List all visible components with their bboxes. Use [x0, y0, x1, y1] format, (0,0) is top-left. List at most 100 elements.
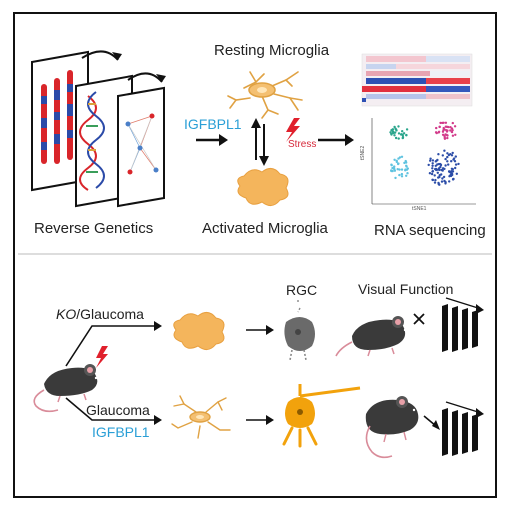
tsne-point-cluster-4 [431, 162, 434, 165]
tsne-point-cluster-1 [401, 130, 404, 133]
tsne-point-cluster-1 [399, 133, 403, 136]
tsne-point-cluster-1 [394, 136, 398, 140]
tsne-point-cluster-3 [396, 168, 399, 171]
tsne-point-cluster-4 [446, 152, 449, 155]
tsne-point-cluster-3 [400, 168, 404, 171]
tsne-point-cluster-3 [405, 174, 408, 177]
heatmap-chart [361, 53, 473, 107]
tsne-point-cluster-4 [442, 175, 446, 179]
tsne-point-cluster-2 [434, 131, 438, 134]
tsne-point-cluster-3 [405, 164, 408, 167]
tsne-point-cluster-4 [440, 173, 443, 176]
tsne-point-cluster-1 [393, 131, 397, 134]
tsne-point-cluster-4 [450, 160, 453, 163]
tsne-point-cluster-4 [440, 180, 444, 183]
tsne-point-cluster-3 [398, 156, 402, 159]
tsne-point-cluster-2 [441, 133, 445, 136]
tsne-point-cluster-1 [392, 131, 395, 134]
tsne-point-cluster-1 [390, 133, 393, 136]
mouse-icon-left [33, 364, 98, 413]
dna-helix-icon [79, 91, 105, 191]
tsne-point-cluster-2 [435, 126, 438, 130]
tsne-point-cluster-4 [429, 157, 432, 160]
tsne-point-cluster-3 [395, 160, 398, 164]
tsne-point-cluster-1 [391, 128, 395, 131]
tsne-point-cluster-3 [400, 172, 404, 176]
tsne-point-cluster-4 [429, 159, 432, 162]
tsne-point-cluster-4 [450, 170, 453, 173]
resting-microglia-icon [227, 71, 303, 119]
mouse-icon-impaired [335, 316, 407, 357]
tsne-point-cluster-4 [447, 153, 451, 157]
tsne-point-cluster-4 [443, 149, 446, 152]
degenerating-rgc-icon [284, 300, 315, 361]
network-icon [125, 113, 159, 175]
tsne-point-cluster-4 [444, 164, 447, 167]
tsne-point-cluster-4 [447, 163, 450, 166]
tsne-point-cluster-3 [390, 163, 393, 166]
tsne-point-cluster-3 [393, 169, 397, 172]
label-stress: Stress [288, 139, 317, 150]
tsne-point-cluster-4 [457, 162, 460, 166]
tsne-point-cluster-4 [433, 181, 437, 184]
tsne-point-cluster-4 [433, 174, 436, 177]
tsne-point-cluster-2 [443, 135, 446, 138]
arrow-to-microglia [196, 134, 228, 146]
tsne-point-cluster-4 [451, 178, 455, 181]
tsne-point-cluster-3 [393, 158, 396, 161]
tsne-point-cluster-3 [394, 176, 397, 180]
label-reverse-genetics: Reverse Genetics [34, 220, 154, 237]
tsne-point-cluster-4 [427, 163, 430, 167]
tsne-point-cluster-2 [444, 121, 448, 125]
tsne-point-cluster-2 [449, 129, 452, 132]
label-ko: KO [56, 306, 77, 322]
tsne-scatter-plot [389, 121, 460, 186]
equilibrium-arrows [251, 118, 269, 166]
arrow-to-rgc-top [246, 325, 274, 335]
tsne-point-cluster-4 [450, 167, 454, 170]
tsne-point-cluster-4 [437, 181, 440, 185]
tsne-point-cluster-2 [446, 136, 449, 140]
activated-microglia-bottom-icon [173, 312, 225, 350]
tsne-point-cluster-2 [454, 133, 457, 136]
tsne-point-cluster-1 [394, 127, 397, 130]
tsne-point-cluster-3 [390, 169, 393, 172]
tsne-point-cluster-2 [439, 121, 442, 125]
tsne-point-cluster-4 [435, 168, 438, 172]
tsne-point-cluster-4 [444, 157, 447, 161]
chromosome-icon [41, 70, 73, 164]
tsne-point-cluster-1 [405, 128, 409, 131]
visual-stripes-top [442, 297, 484, 352]
tsne-point-cluster-4 [443, 167, 446, 171]
tsne-point-cluster-4 [443, 179, 446, 183]
tsne-point-cluster-1 [397, 132, 401, 135]
tsne-point-cluster-3 [392, 166, 396, 170]
tsne-point-cluster-4 [451, 151, 454, 155]
arrow-to-rgc-bottom [246, 415, 274, 425]
tsne-point-cluster-2 [453, 125, 457, 128]
branch-arrows [65, 321, 162, 425]
tsne-point-cluster-4 [450, 154, 454, 157]
tsne-point-cluster-4 [430, 172, 434, 176]
tsne-point-cluster-4 [453, 160, 457, 163]
tsne-point-cluster-4 [455, 172, 458, 175]
resting-microglia-bottom-icon [171, 395, 231, 439]
tsne-point-cluster-4 [431, 167, 434, 170]
tsne-point-cluster-1 [393, 134, 396, 137]
mouse-icon-healthy [365, 396, 419, 459]
tsne-point-cluster-3 [403, 161, 406, 165]
tsne-point-cluster-4 [441, 177, 444, 180]
tsne-point-cluster-2 [449, 126, 452, 129]
tsne-point-cluster-2 [451, 129, 454, 132]
curved-arrow-1 [81, 50, 119, 61]
tsne-point-cluster-2 [442, 126, 445, 130]
tsne-point-cluster-1 [401, 135, 405, 139]
x-mark-icon [413, 313, 425, 325]
healthy-rgc-icon [282, 384, 361, 448]
curved-arrow-2 [127, 72, 163, 83]
tsne-point-cluster-4 [437, 162, 441, 166]
tsne-point-cluster-4 [446, 160, 449, 163]
tsne-point-cluster-3 [397, 162, 400, 165]
tsne-point-cluster-3 [404, 159, 407, 163]
